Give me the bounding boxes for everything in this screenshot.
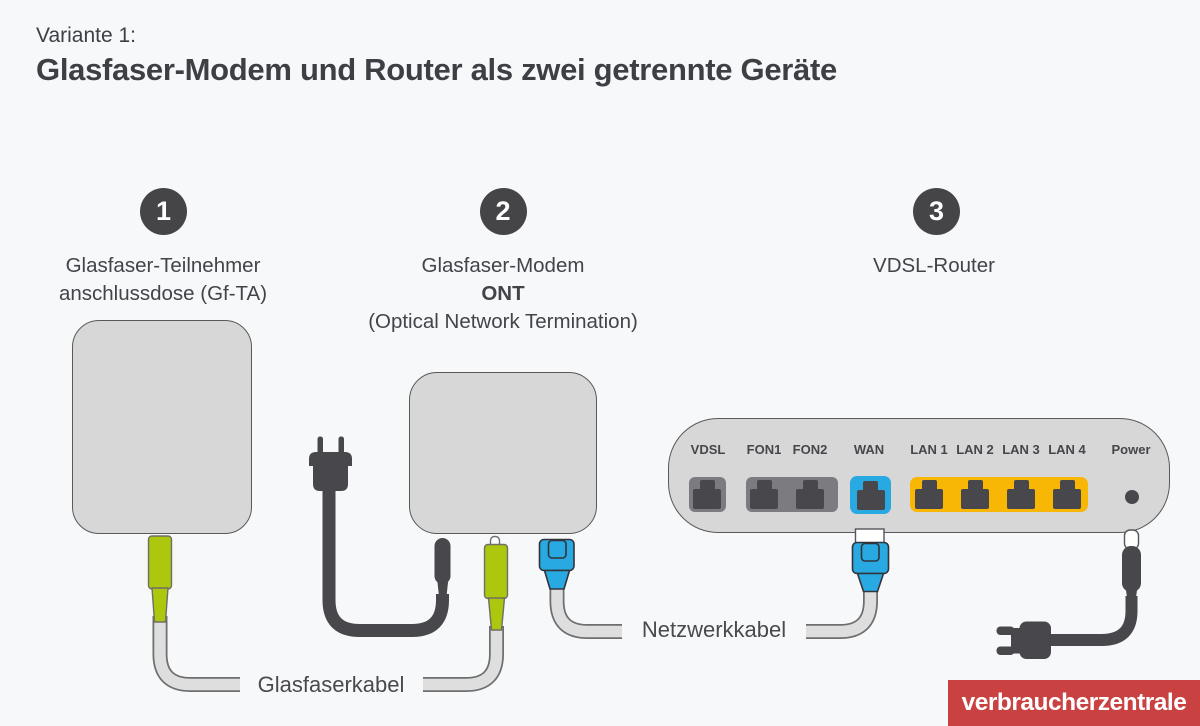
fiber-modem-box [409, 372, 597, 534]
brand-logo: verbraucherzentrale [948, 680, 1200, 726]
step-3-number: 3 [928, 196, 945, 226]
step-2-label: Glasfaser-Modem ONT (Optical Network Ter… [333, 252, 673, 336]
port-label-lan2: LAN 2 [956, 442, 994, 457]
port-label-fon2: FON2 [792, 442, 828, 457]
step-1-line-1: Glasfaser-Teilnehmer [65, 254, 261, 277]
step-2-badge: 2 [479, 188, 527, 235]
port-label-vdsl: VDSL [690, 442, 726, 457]
lan4-jack-icon [1053, 480, 1081, 509]
fiber-cable-label: Glasfaserkabel [257, 672, 405, 697]
port-label-lan1: LAN 1 [910, 442, 948, 457]
step-1-label: Glasfaser-Teilnehmer anschlussdose (Gf-T… [0, 252, 333, 308]
fiber-cable-right-outline [423, 626, 504, 692]
network-cable-left-outline [549, 582, 622, 639]
step-2-number: 2 [495, 196, 511, 226]
fiber-connector-gfta [147, 535, 173, 623]
step-1-number: 1 [155, 196, 172, 226]
fiber-cable-left-outline [152, 616, 240, 692]
wan-jack-icon [856, 481, 885, 510]
router-power-plug-icon [996, 621, 1051, 659]
network-cable-label: Netzwerkkabel [641, 617, 787, 642]
step-1-badge: 1 [140, 188, 187, 235]
router-rear-panel [668, 418, 1170, 533]
port-label-lan4: LAN 4 [1048, 442, 1086, 457]
vdsl-jack-icon [693, 480, 721, 509]
fiber-cable-right [423, 626, 503, 691]
port-label-power: Power [1111, 442, 1151, 457]
network-cable-right-outline [806, 587, 878, 639]
fon1-jack-icon [750, 480, 778, 509]
network-cable-left [551, 582, 622, 638]
step-2-line-3: (Optical Network Termination) [368, 310, 638, 333]
fiber-cable-left [154, 616, 240, 691]
step-1-line-2: anschlussdose (Gf-TA) [58, 282, 268, 305]
lan3-jack-icon [1007, 480, 1035, 509]
brand-logo-text: verbraucherzentrale [961, 689, 1187, 716]
lan1-jack-icon [915, 480, 943, 509]
wan-plug [851, 528, 890, 593]
gfta-wall-outlet-box [72, 320, 252, 534]
router-power-connector [1122, 529, 1141, 604]
step-2-line-1: Glasfaser-Modem [421, 254, 585, 277]
power-socket [1124, 489, 1139, 504]
router-power-cable [1051, 596, 1138, 646]
port-label-fon1: FON1 [746, 442, 782, 457]
step-2-line-2: ONT [481, 282, 525, 305]
network-connector-modem [538, 538, 575, 590]
step-3-label: VDSL-Router [764, 252, 1104, 280]
lan2-jack-icon [961, 480, 989, 509]
fiber-connector-modem [483, 535, 509, 631]
network-cable-right [806, 587, 877, 638]
modem-power-plug-icon [309, 436, 352, 491]
port-label-lan3: LAN 3 [1002, 442, 1040, 457]
modem-power-connector [434, 538, 451, 601]
step-3-line-1: VDSL-Router [873, 254, 995, 277]
variant-label: Variante 1: [36, 24, 137, 47]
page-title: Glasfaser-Modem und Router als zwei getr… [36, 52, 837, 87]
port-label-wan: WAN [853, 442, 885, 457]
step-3-badge: 3 [913, 188, 960, 235]
fon2-jack-icon [796, 480, 824, 509]
